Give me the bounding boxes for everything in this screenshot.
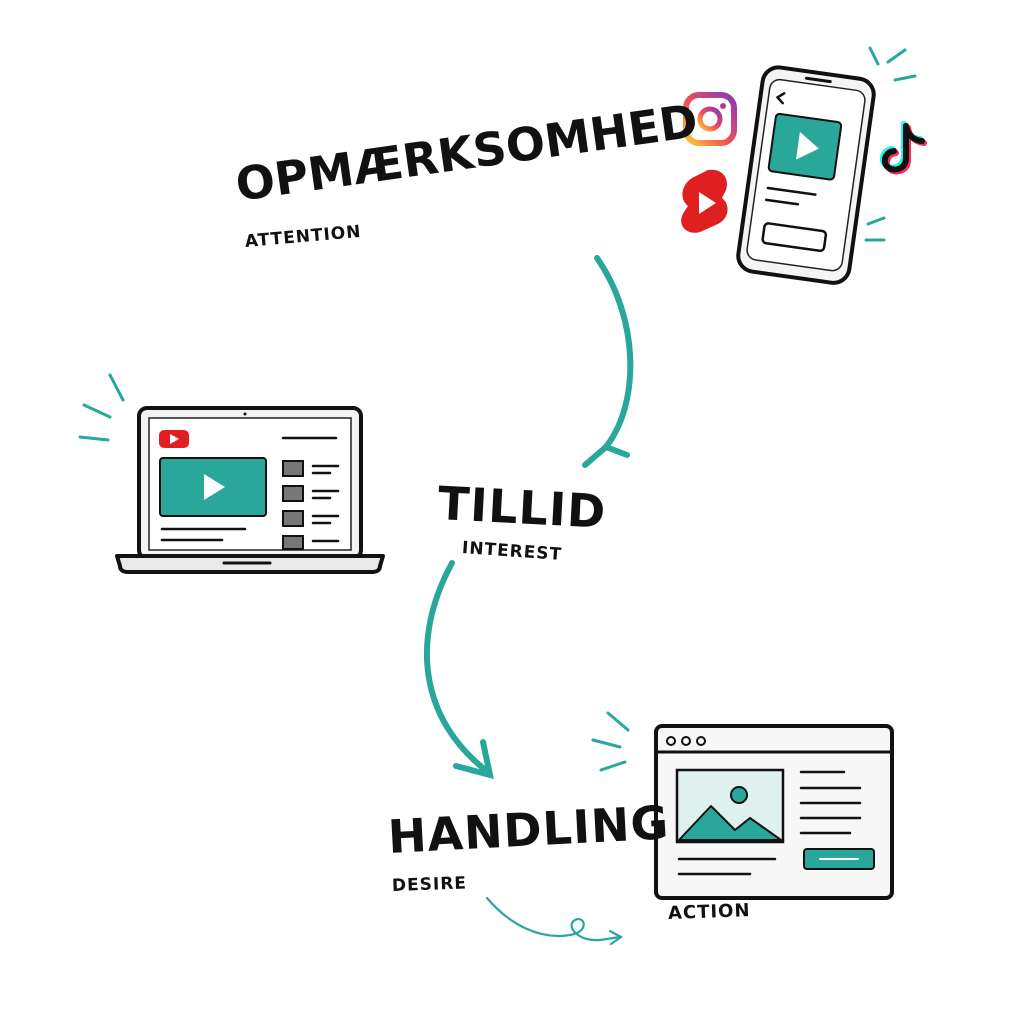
stage-title-interest: Tillid xyxy=(436,476,608,539)
arrow-interest-to-desire xyxy=(424,560,494,780)
tiktok-icon xyxy=(879,121,927,175)
browser-window-icon xyxy=(591,711,894,900)
youtube-shorts-icon xyxy=(681,169,728,233)
youtube-icon xyxy=(159,430,189,448)
laptop-icon xyxy=(78,373,385,574)
stage-subtitle-desire: DESIRE xyxy=(391,873,468,896)
arrow-desire-to-action xyxy=(485,896,624,946)
smartphone-icon xyxy=(736,46,917,285)
arrow-attention-to-interest xyxy=(582,255,634,468)
instagram-icon xyxy=(683,92,737,146)
action-label: ACTION xyxy=(667,900,751,924)
image-placeholder-icon xyxy=(675,768,785,844)
